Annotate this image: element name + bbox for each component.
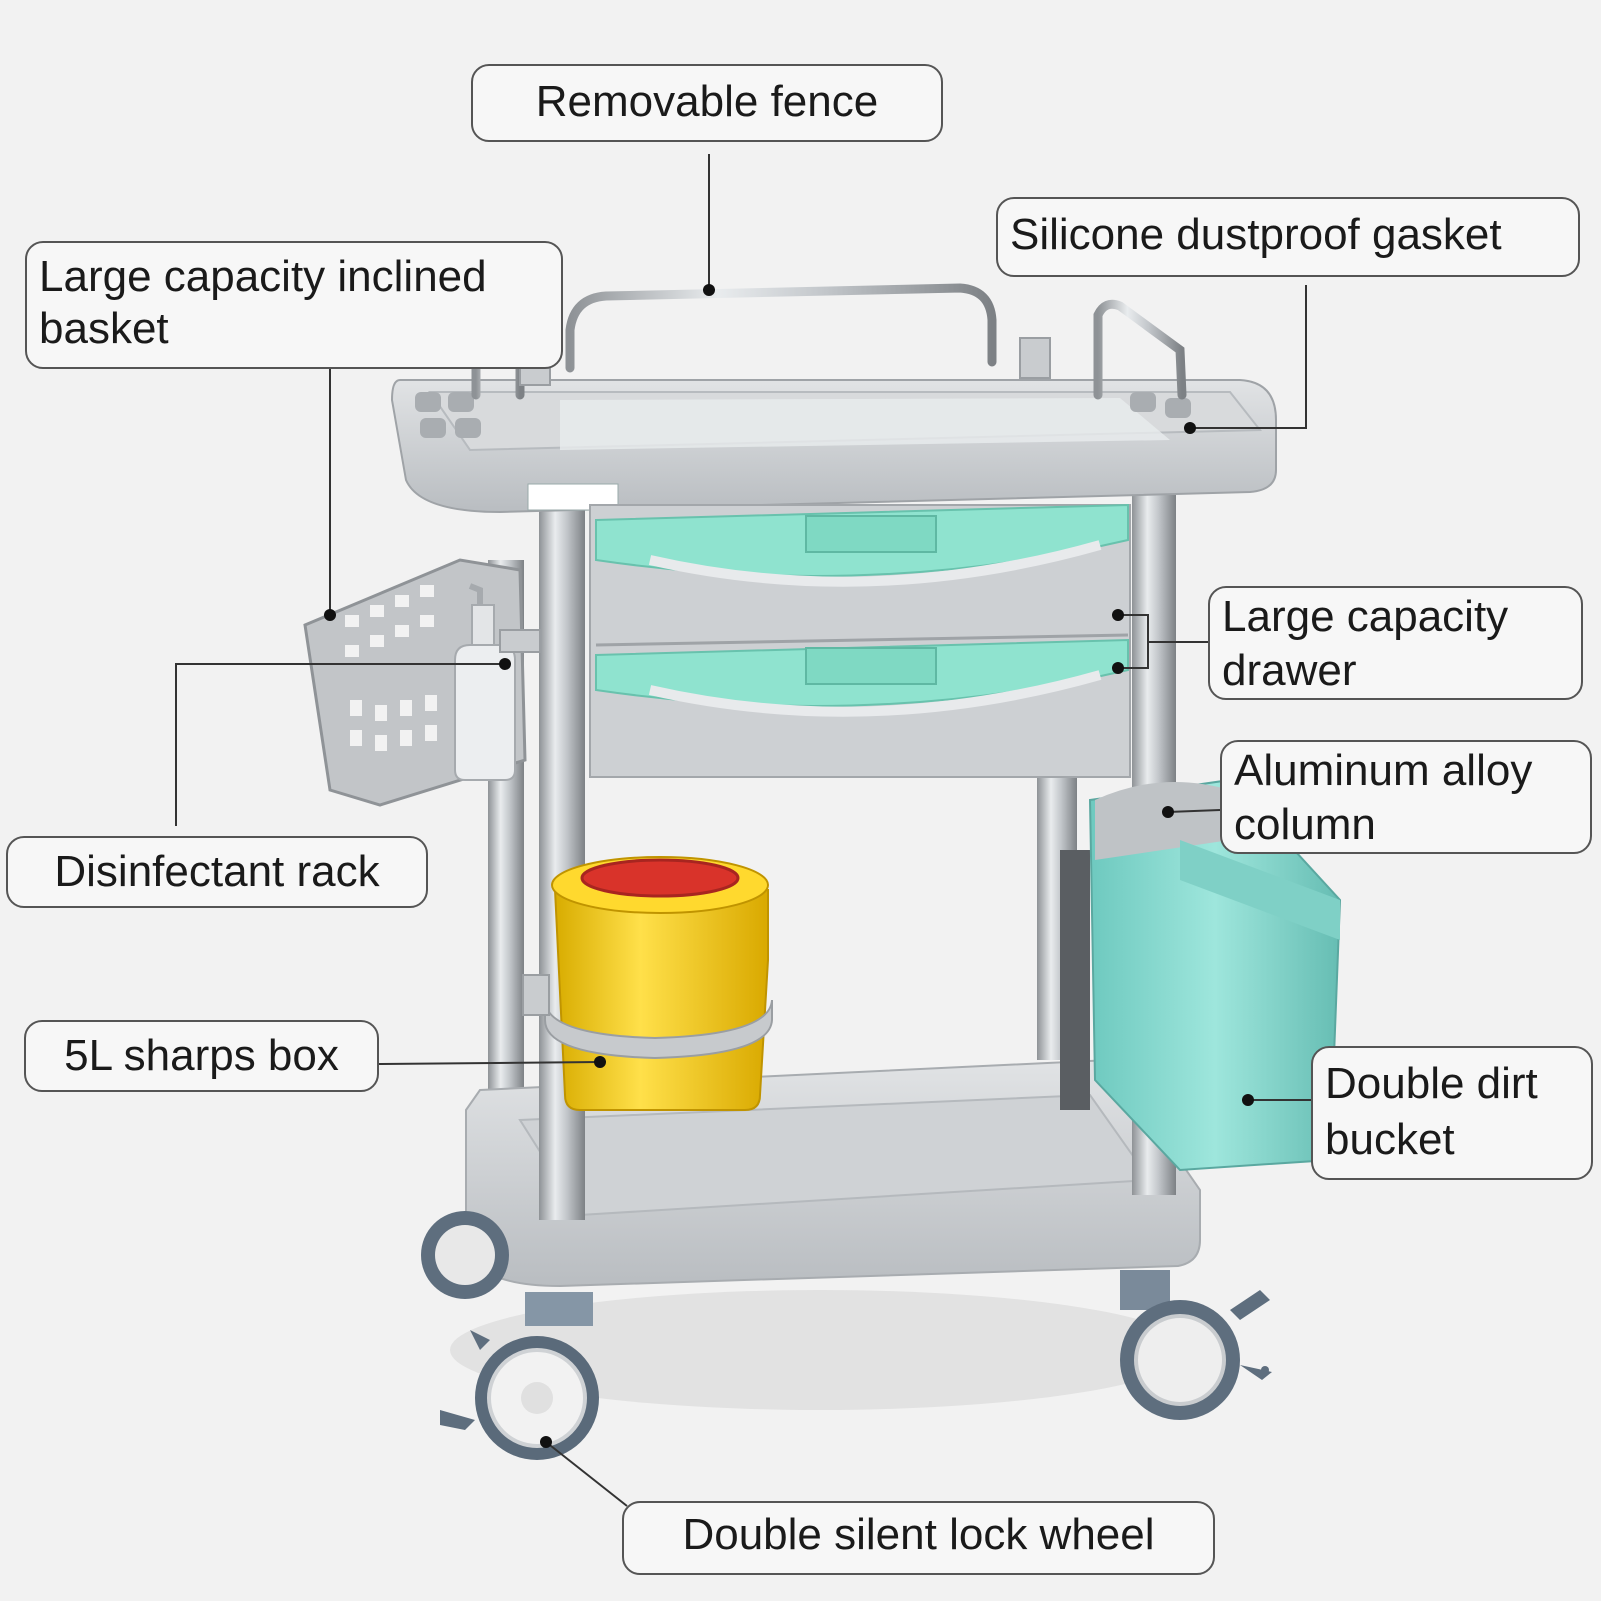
callout-text: Removable fence [535, 77, 879, 126]
callout-text: Silicone dustproof gasket [1010, 210, 1502, 259]
callout-text: 5L sharps box [64, 1031, 339, 1080]
rear-wheel [1120, 1270, 1272, 1420]
callout-text-line2: drawer [1222, 646, 1357, 695]
callout-text-line1: Aluminum alloy [1234, 746, 1533, 795]
rear-wheel-left [421, 1211, 509, 1299]
callout-text-line1: Large capacity [1222, 592, 1509, 641]
leader-dots [324, 284, 1254, 1448]
callout-text-line2: bucket [1325, 1115, 1455, 1164]
callout-sharps-box: 5L sharps box [24, 1020, 379, 1092]
inclined-basket [303, 558, 527, 807]
callout-text-line1: Large capacity inclined [39, 252, 487, 301]
callout-dirt-bucket: Double dirt bucket [1311, 1046, 1593, 1180]
sharps-box [522, 856, 773, 1111]
callout-silicone-gasket: Silicone dustproof gasket [996, 197, 1580, 277]
callout-text: Disinfectant rack [54, 847, 380, 896]
front-wheel-right [1261, 1366, 1269, 1374]
callout-removable-fence: Removable fence [471, 64, 943, 142]
callout-text-line2: column [1234, 800, 1376, 849]
drawers [589, 503, 1131, 778]
callout-disinfectant-rack: Disinfectant rack [6, 836, 428, 908]
callout-lock-wheel: Double silent lock wheel [622, 1501, 1215, 1575]
callout-text: Double silent lock wheel [682, 1510, 1155, 1559]
disinfectant-bottle [454, 583, 541, 781]
trolley-illustration [303, 283, 1342, 1460]
callout-text-line1: Double dirt [1325, 1059, 1538, 1108]
front-wheel-left [440, 1292, 599, 1460]
removable-fence [471, 283, 1187, 400]
callout-aluminum-column: Aluminum alloy column [1220, 740, 1592, 854]
callout-text-line2: basket [39, 304, 169, 353]
callout-inclined-basket: Large capacity inclined basket [25, 241, 563, 369]
leader-lines [175, 154, 1311, 1507]
callout-capacity-drawer: Large capacity drawer [1208, 586, 1583, 700]
